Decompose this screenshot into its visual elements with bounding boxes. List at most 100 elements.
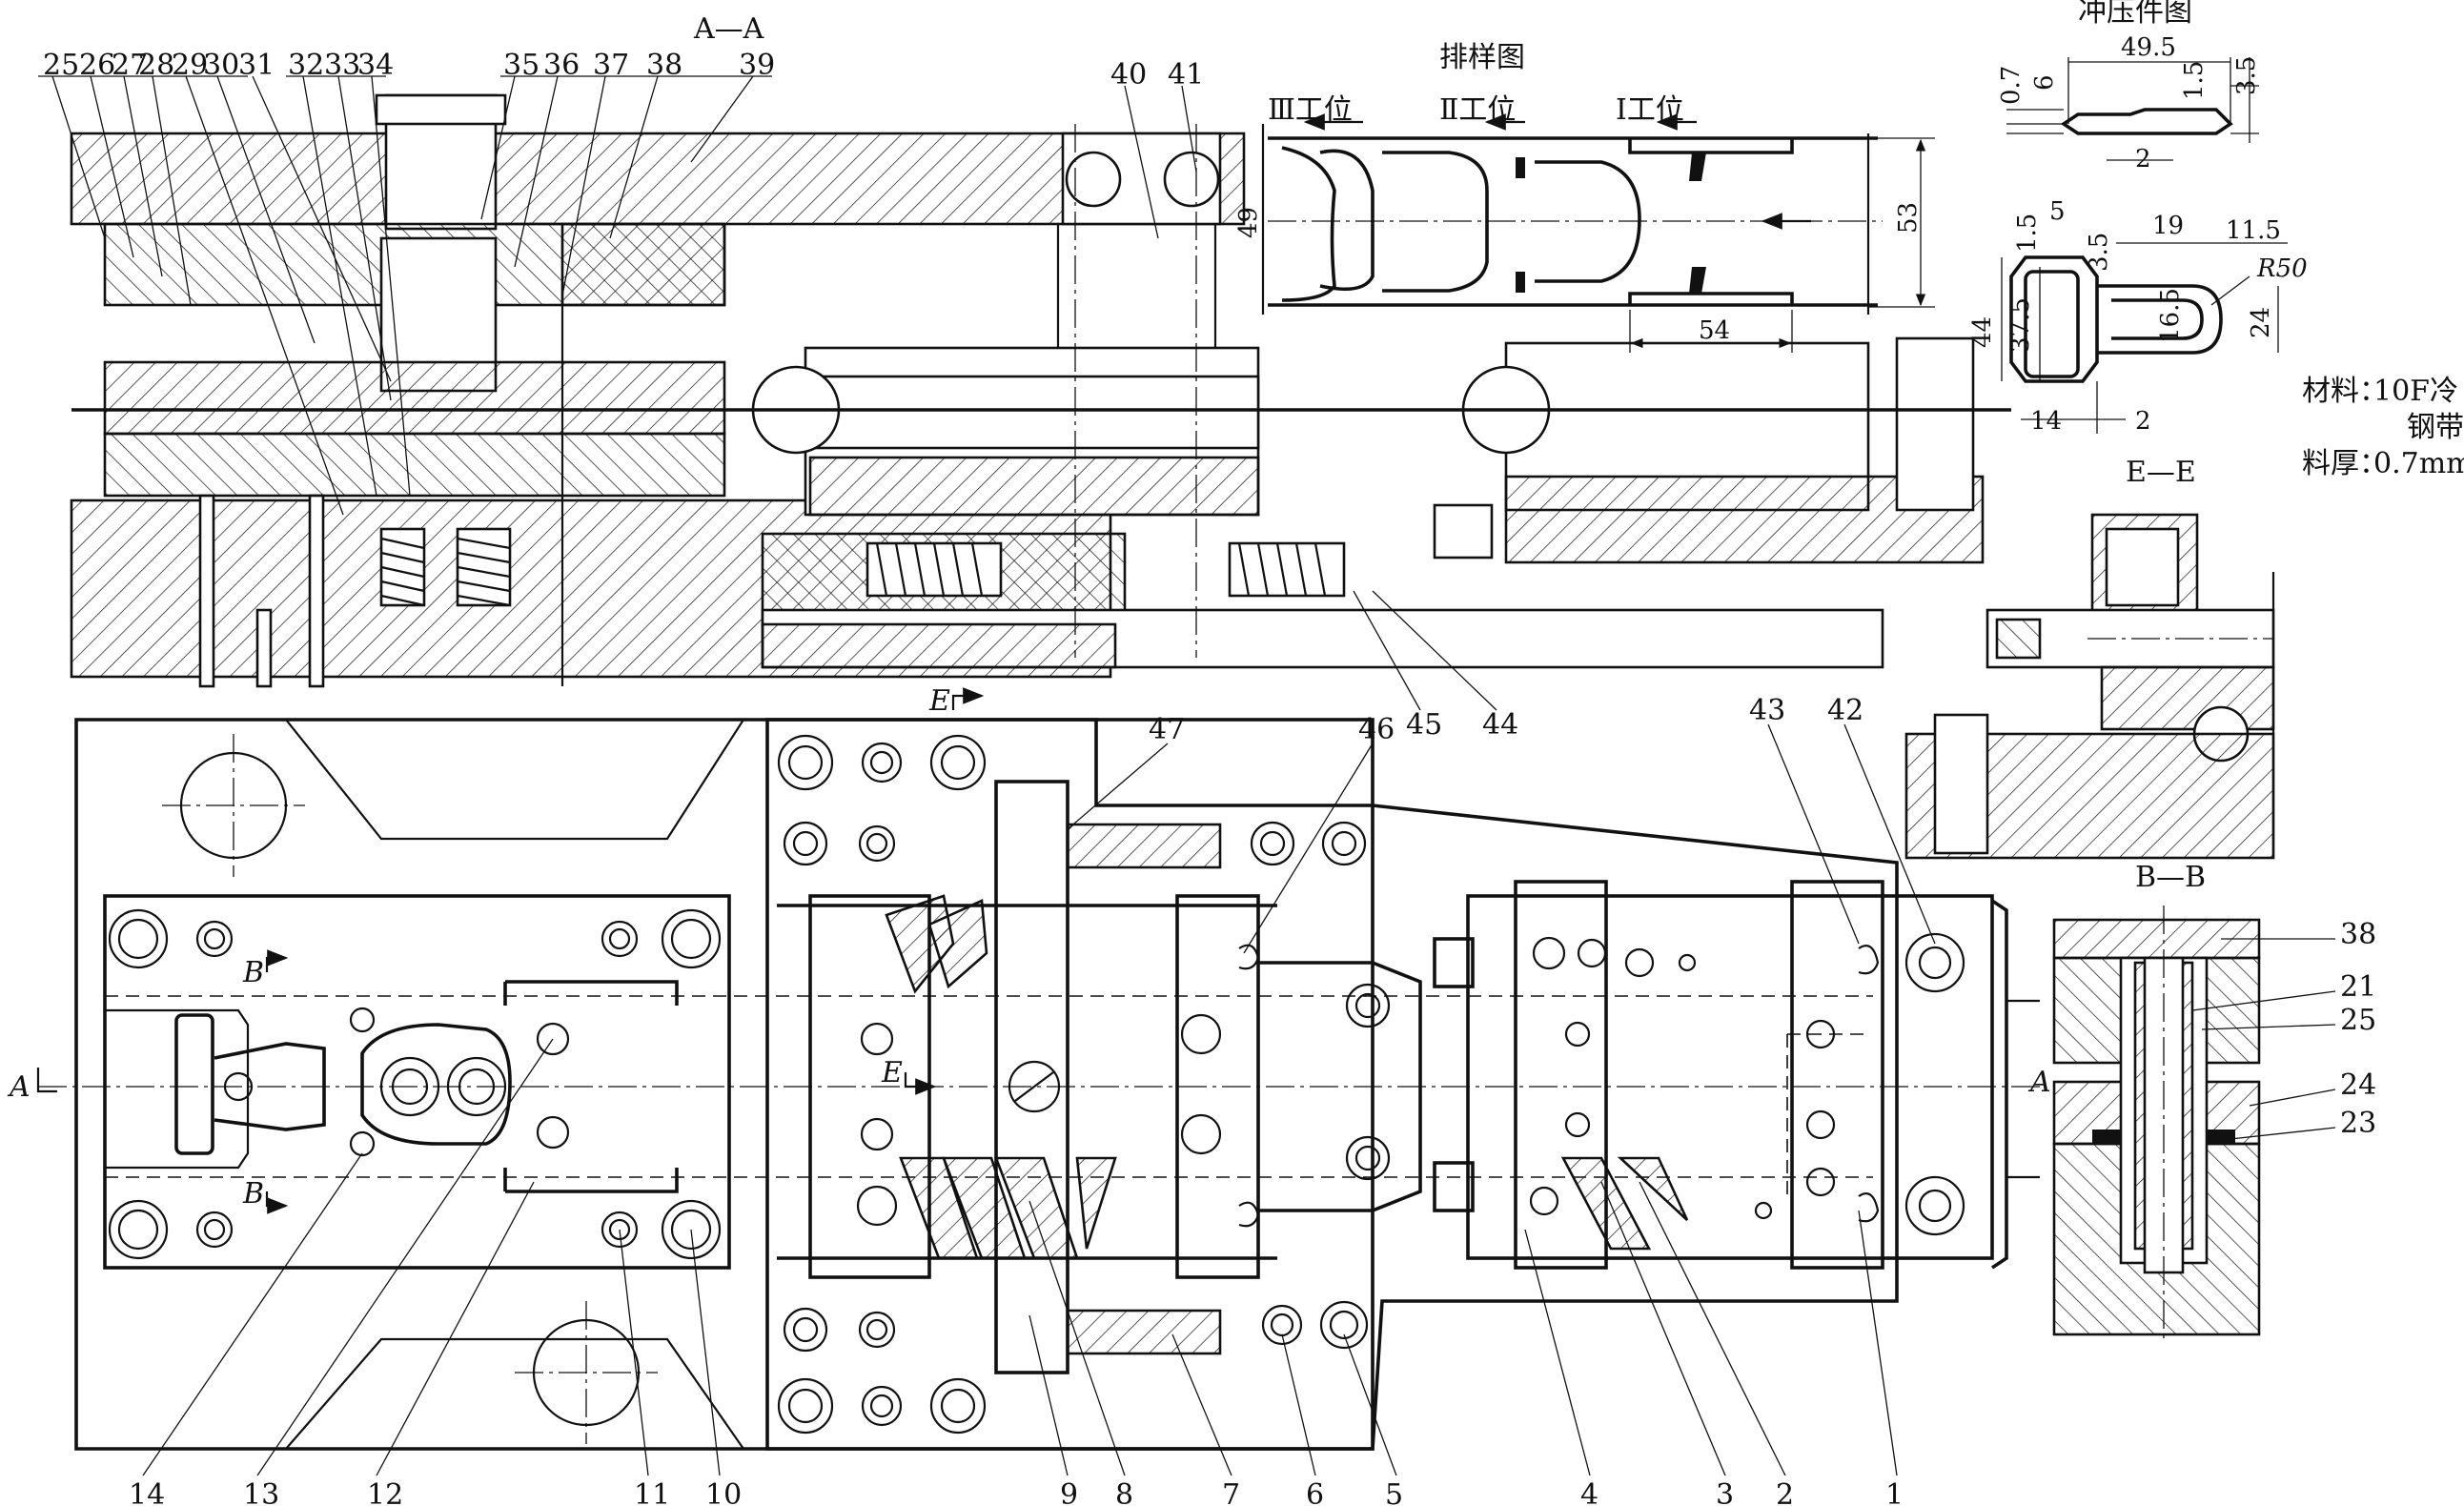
part-dim-2b: 2 (2135, 407, 2151, 436)
callout-bb-21: 21 (2340, 970, 2376, 1004)
part-drawing: 冲压件图 49.5 0.7 6 1.5 3.5 2 5 1.5 3.5 19 1… (1968, 0, 2464, 480)
middle-bolts (777, 734, 1369, 1435)
section-aa-label: A—A (693, 12, 764, 46)
callout-12: 12 (367, 1478, 403, 1506)
callout-42: 42 (1827, 694, 1863, 727)
section-bb-label: B—B (2135, 861, 2206, 894)
callout-bb-25: 25 (2340, 1004, 2376, 1037)
part-dim-3-5b: 3.5 (2085, 233, 2113, 272)
material-value-2: 钢带 (2407, 411, 2464, 444)
callout-bb-24: 24 (2340, 1068, 2376, 1102)
callout-40: 40 (1110, 58, 1147, 92)
cam-bar (994, 780, 1069, 1374)
section-ee-view: E—E (1904, 456, 2275, 860)
section-ee-label: E—E (2126, 456, 2196, 489)
strip-dim-54: 54 (1699, 316, 1730, 345)
thickness-label: 料厚： (2302, 447, 2388, 480)
section-e-marker-top: E (928, 684, 950, 718)
part-dim-19: 19 (2152, 212, 2184, 240)
callout-28: 28 (138, 49, 174, 82)
section-b-marker-top: B (242, 956, 264, 989)
part-dim-r50: R50 (2256, 254, 2308, 283)
spring-left-2 (456, 527, 512, 607)
callout-26: 26 (79, 49, 115, 82)
part-dim-44: 44 (1968, 316, 1997, 348)
callout-13: 13 (243, 1478, 279, 1506)
upper-die-plate (70, 132, 1246, 226)
part-dim-6: 6 (2030, 74, 2059, 91)
callout-46: 46 (1358, 713, 1395, 746)
callout-43: 43 (1749, 694, 1785, 727)
section-a-marker-left: A (7, 1070, 31, 1104)
callout-41: 41 (1168, 58, 1204, 92)
callout-10: 10 (705, 1478, 742, 1506)
callout-30: 30 (203, 49, 239, 82)
callouts-bottom: 14 13 12 11 10 9 8 7 6 5 4 3 2 1 (129, 1038, 1904, 1506)
thickness-value: 0.7mm (2373, 447, 2464, 480)
section-aa-view (70, 93, 2011, 688)
callout-1: 1 (1885, 1478, 1904, 1506)
callout-14: 14 (129, 1478, 165, 1506)
callout-39: 39 (739, 49, 775, 82)
section-e-marker-mid: E (881, 1056, 903, 1089)
angled-cams (885, 894, 1117, 1260)
callout-4: 4 (1580, 1478, 1599, 1506)
strip-dim-49: 49 (1234, 207, 1263, 238)
part-dim-5: 5 (2049, 197, 2066, 226)
die-plate (103, 432, 726, 498)
part-dim-11-5: 11.5 (2226, 216, 2281, 245)
material-label: 材料： (2302, 375, 2388, 408)
part-dim-3-5a: 3.5 (2232, 56, 2261, 95)
callout-38: 38 (646, 49, 682, 82)
material-value-1: 10F冷 (2373, 375, 2458, 408)
die-block-left (103, 894, 731, 1270)
stripper-plate (103, 360, 726, 436)
callout-9: 9 (1060, 1478, 1078, 1506)
callout-8: 8 (1115, 1478, 1133, 1506)
horizontal-spring-left (865, 541, 1003, 598)
part-dim-1-5b: 1.5 (2013, 214, 2042, 253)
callout-34: 34 (357, 49, 394, 82)
part-dim-24: 24 (2247, 307, 2275, 338)
callouts-mid: 47 46 45 44 43 42 (1067, 590, 1936, 954)
callout-bb-23: 23 (2340, 1107, 2376, 1140)
callout-36: 36 (543, 49, 580, 82)
middle-plate-outline (765, 718, 1375, 1451)
right-station (1466, 894, 1994, 1260)
callout-37: 37 (593, 49, 629, 82)
part-drawing-title: 冲压件图 (2078, 0, 2192, 29)
callout-25: 25 (43, 49, 79, 82)
strip-dim-53: 53 (1894, 202, 1923, 234)
callout-3: 3 (1716, 1478, 1734, 1506)
callout-35: 35 (503, 49, 540, 82)
part-dim-49-5: 49.5 (2121, 33, 2176, 62)
callout-47: 47 (1149, 713, 1185, 746)
part-dim-14: 14 (2030, 407, 2062, 436)
callout-11: 11 (634, 1478, 670, 1506)
callout-44: 44 (1482, 708, 1518, 742)
part-dim-0-7: 0.7 (1997, 66, 2026, 105)
section-bb-view: B—B 38 21 25 24 23 (2052, 861, 2376, 1344)
callout-7: 7 (1222, 1478, 1240, 1506)
part-dim-2a: 2 (2135, 145, 2151, 173)
callout-45: 45 (1406, 708, 1442, 742)
section-b-marker-bottom: B (242, 1177, 264, 1211)
strip-layout: 排样图 Ⅲ工位 Ⅱ工位 Ⅰ工位 49 53 54 (1234, 41, 1935, 353)
spring-left-1 (379, 527, 426, 607)
strip-layout-title: 排样图 (1439, 41, 1525, 74)
slider-right (1175, 894, 1260, 1279)
part-dim-16-5: 16.5 (2156, 288, 2185, 343)
part-dim-1-5a: 1.5 (2180, 61, 2209, 100)
horizontal-spring-right (1228, 541, 1346, 598)
callout-6: 6 (1306, 1478, 1324, 1506)
part-dim-37-5: 37.5 (2006, 297, 2035, 353)
callout-bb-38: 38 (2340, 918, 2376, 951)
callout-32: 32 (288, 49, 324, 82)
callout-33: 33 (324, 49, 360, 82)
callout-5: 5 (1385, 1478, 1403, 1506)
plan-view: B B E E A A (7, 684, 2051, 1451)
section-a-marker-right: A (2027, 1066, 2051, 1099)
callouts-top: 25 26 27 28 29 30 31 32 33 34 35 36 37 3… (38, 12, 1204, 516)
callout-31: 31 (238, 49, 275, 82)
